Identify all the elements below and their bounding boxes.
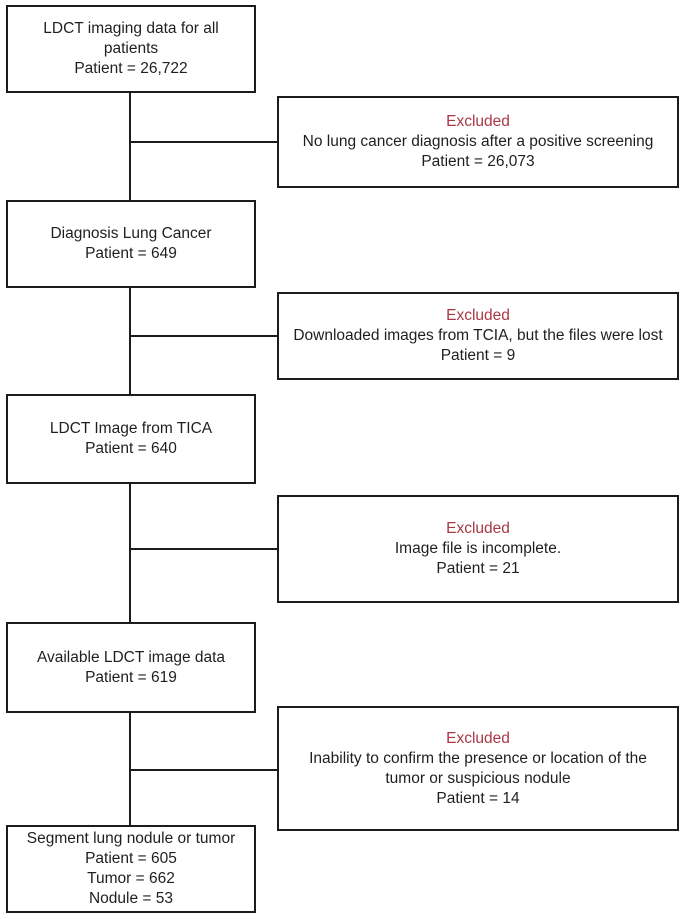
flow-box-line: Patient = 26,722 (74, 60, 188, 77)
excluded-box-files-lost: Excluded Downloaded images from TCIA, bu… (277, 292, 679, 380)
excluded-count: Patient = 26,073 (421, 153, 535, 170)
flow-box-diagnosis-lung-cancer: Diagnosis Lung Cancer Patient = 649 (6, 200, 256, 288)
connector-branch-4 (130, 769, 277, 771)
connector-branch-3 (130, 548, 277, 550)
connector-vertical-2 (129, 288, 131, 394)
excluded-title: Excluded (446, 307, 510, 324)
excluded-count: Patient = 9 (440, 347, 516, 364)
connector-branch-2 (130, 335, 277, 337)
excluded-reason: tumor or suspicious nodule (385, 769, 571, 787)
flow-box-line: patients (103, 40, 159, 57)
flow-box-line: LDCT imaging data for all (43, 20, 219, 37)
excluded-reason: No lung cancer diagnosis after a positiv… (302, 133, 654, 150)
flow-box-ldct-image-from-tica: LDCT Image from TICA Patient = 640 (6, 394, 256, 484)
excluded-count: Patient = 14 (436, 789, 520, 807)
flow-box-line: LDCT Image from TICA (49, 420, 213, 437)
flow-box-line: Diagnosis Lung Cancer (50, 225, 212, 242)
flow-box-line: Patient = 649 (85, 245, 177, 262)
excluded-box-incomplete-file: Excluded Image file is incomplete. Patie… (277, 495, 679, 603)
connector-vertical-3 (129, 484, 131, 622)
excluded-reason: Downloaded images from TCIA, but the fil… (293, 327, 663, 344)
excluded-box-no-diagnosis: Excluded No lung cancer diagnosis after … (277, 96, 679, 188)
excluded-reason: Inability to confirm the presence or loc… (309, 749, 647, 767)
flow-box-available-ldct-image-data: Available LDCT image data Patient = 619 (6, 622, 256, 713)
flow-box-segment-lung-nodule-or-tumor: Segment lung nodule or tumor Patient = 6… (6, 825, 256, 913)
connector-branch-1 (130, 141, 277, 143)
flow-box-line: Segment lung nodule or tumor (26, 830, 236, 847)
excluded-title: Excluded (446, 520, 510, 537)
excluded-box-unconfirmed-tumor: Excluded Inability to confirm the presen… (277, 706, 679, 831)
flow-box-ldct-all-patients: LDCT imaging data for all patients Patie… (6, 5, 256, 93)
excluded-reason: Image file is incomplete. (394, 540, 562, 557)
flow-box-line: Available LDCT image data (36, 648, 226, 666)
excluded-title: Excluded (446, 729, 510, 747)
flow-box-line: Patient = 605 (85, 850, 177, 867)
connector-vertical-1 (129, 93, 131, 200)
flow-box-line: Nodule = 53 (88, 890, 174, 907)
flow-box-line: Patient = 619 (85, 668, 177, 686)
flow-box-line: Tumor = 662 (87, 870, 175, 887)
flow-box-line: Patient = 640 (85, 440, 177, 457)
excluded-count: Patient = 21 (436, 560, 520, 577)
excluded-title: Excluded (446, 113, 510, 130)
